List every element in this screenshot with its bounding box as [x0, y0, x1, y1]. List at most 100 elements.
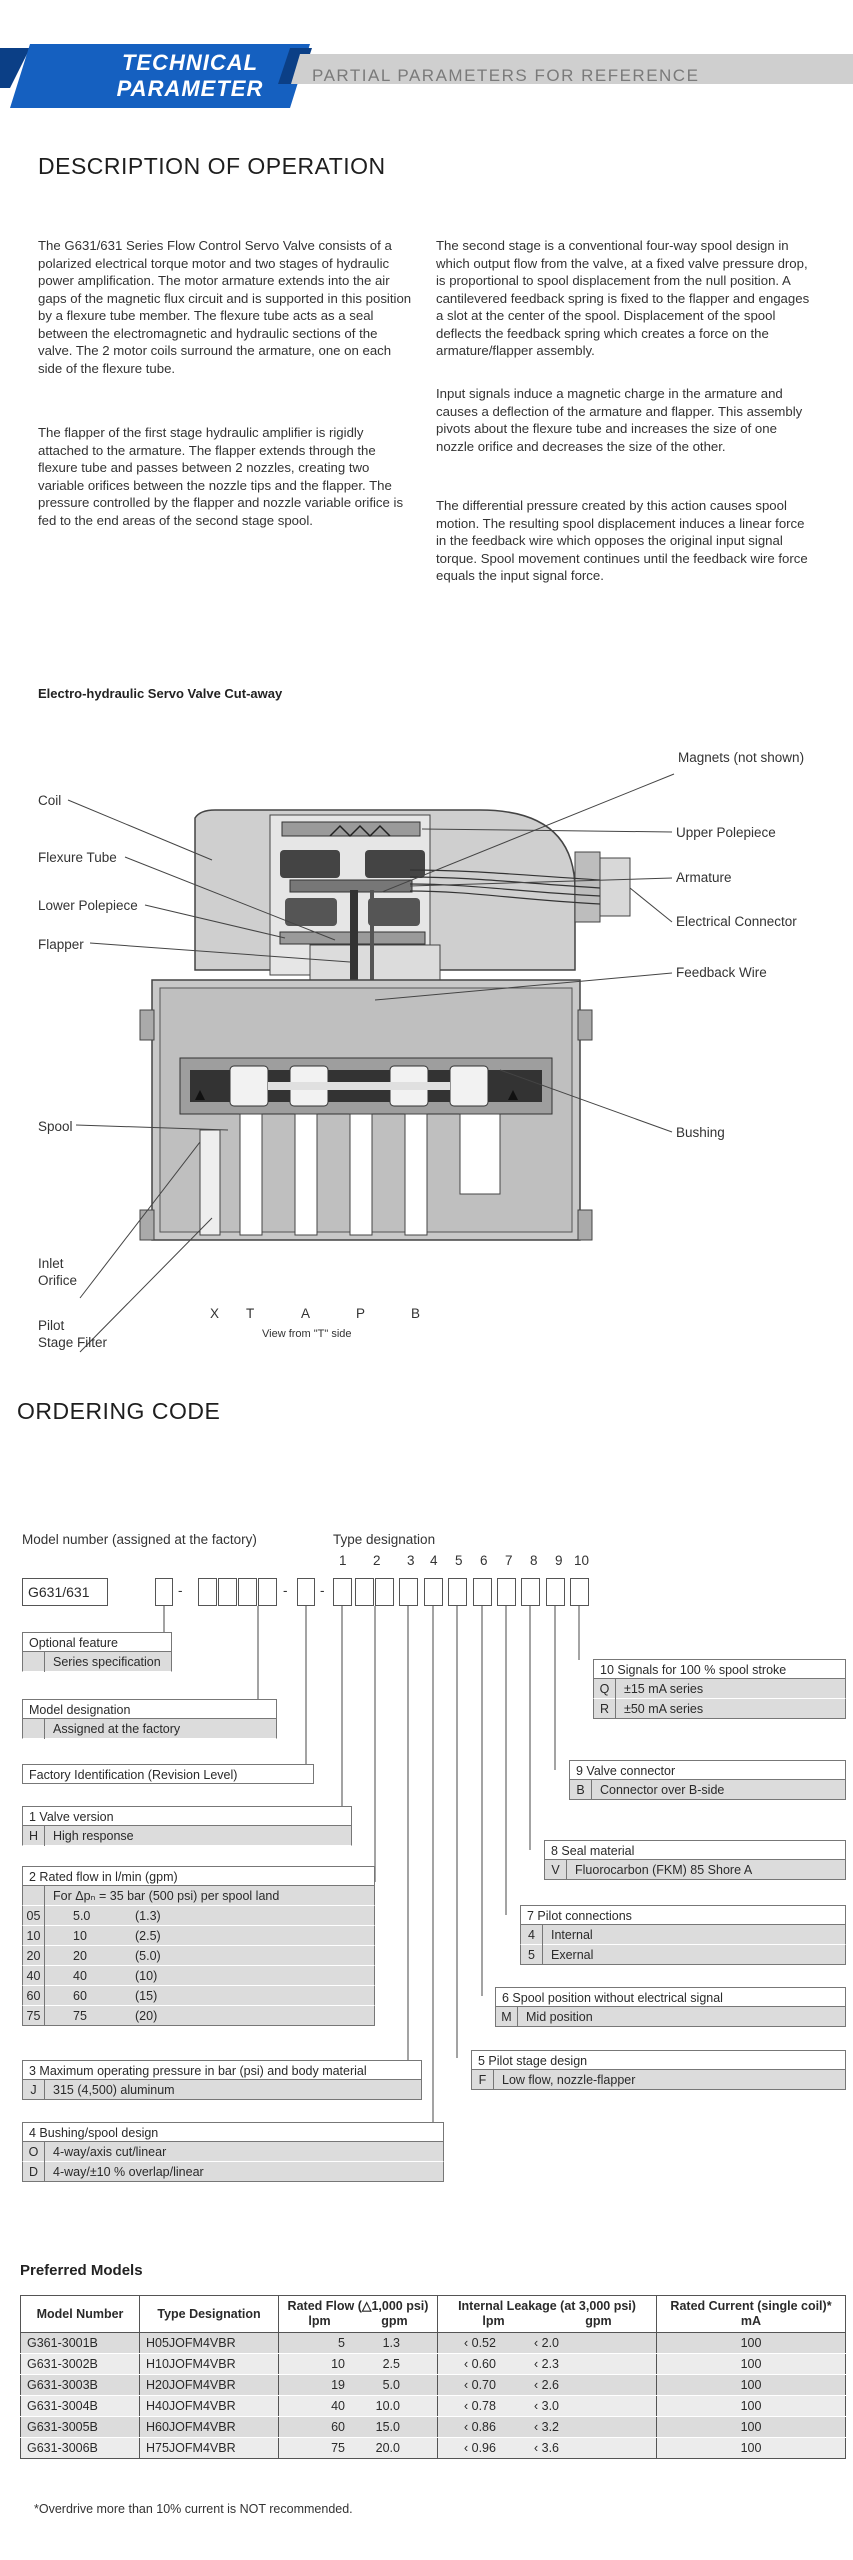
th-current-ma: mA	[740, 2314, 762, 2328]
seal-material-title: 8 Seal material	[544, 1840, 846, 1860]
description-left-p1: The G631/631 Series Flow Control Servo V…	[38, 238, 412, 376]
bushing-spool-title: 4 Bushing/spool design	[22, 2122, 444, 2142]
ordering-connector-lines	[163, 1606, 580, 2122]
label-magnets: Magnets (not shown)	[678, 750, 805, 765]
cell-leak: ‹ 0.96‹ 3.6	[437, 2437, 657, 2459]
coil-right	[365, 850, 425, 878]
valve-connector-title: 9 Valve connector	[569, 1760, 846, 1780]
type-box-7	[497, 1578, 516, 1606]
port-label-x: X	[210, 1306, 220, 1321]
description-left-p2: The flapper of the first stage hydraulic…	[38, 425, 404, 528]
pos-4: 4	[430, 1553, 438, 1568]
port-t-channel	[239, 1113, 263, 1236]
coil-left	[280, 850, 340, 878]
valve-version-title: 1 Valve version	[22, 1806, 352, 1826]
description-right-p3: The differential pressure created by thi…	[436, 498, 808, 583]
pilot-connections-title: 7 Pilot connections	[520, 1905, 846, 1925]
bolt-right-bottom	[577, 1209, 593, 1241]
type-box-2b	[375, 1578, 394, 1606]
electrical-connector	[599, 857, 631, 917]
type-box-3	[399, 1578, 418, 1606]
coil-wires	[409, 869, 601, 905]
footnote: *Overdrive more than 10% current is NOT …	[34, 2502, 353, 2516]
cell-current: 100	[656, 2332, 846, 2354]
pos-1: 1	[339, 1553, 347, 1568]
model-designation-item: Assigned at the factory	[22, 1719, 277, 1739]
cell-type: H05JOFM4VBR	[139, 2332, 279, 2354]
model-number-label: Model number (assigned at the factory)	[22, 1532, 257, 1547]
coil-lower-left	[285, 898, 337, 926]
dash-2: -	[283, 1583, 288, 1598]
spool-position-title: 6 Spool position without electrical sign…	[495, 1987, 846, 2007]
type-box-1	[333, 1578, 352, 1606]
th-type: Type Designation	[139, 2295, 279, 2333]
preferred-models-table: Model Number Type Designation Rated Flow…	[20, 2295, 846, 2459]
rated-flow-title: 2 Rated flow in l/min (gpm)	[22, 1866, 375, 1886]
pos-5: 5	[455, 1553, 463, 1568]
dash-1: -	[178, 1583, 183, 1598]
spool-land-4	[449, 1065, 489, 1107]
description-title: DESCRIPTION OF OPERATION	[38, 153, 386, 179]
max-pressure-title: 3 Maximum operating pressure in bar (psi…	[22, 2060, 422, 2080]
type-box-8	[521, 1578, 540, 1606]
header-banner	[0, 44, 853, 108]
optional-box	[155, 1578, 173, 1606]
rated-flow-subtitle: For Δpₙ = 35 bar (500 psi) per spool lan…	[22, 1886, 375, 1906]
description-right-p1: The second stage is a conventional four-…	[436, 238, 810, 358]
pos-7: 7	[505, 1553, 513, 1568]
type-box-5	[448, 1578, 467, 1606]
port-x-channel	[199, 1129, 221, 1236]
feedback-wire	[370, 890, 374, 1030]
servo-valve-cutaway-diagram	[67, 773, 675, 1353]
orifice-marker	[195, 1090, 205, 1100]
optional-feature-title: Optional feature	[22, 1632, 172, 1652]
type-box-2a	[355, 1578, 374, 1606]
optional-feature-group: Optional feature Series specification	[22, 1632, 172, 1672]
cell-current: 100	[656, 2437, 846, 2459]
th-leak-gpm: gpm	[585, 2314, 612, 2328]
bolt-left-top	[139, 1009, 155, 1041]
type-box-6	[473, 1578, 492, 1606]
coil-lower-right	[368, 898, 420, 926]
pos-6: 6	[480, 1553, 488, 1568]
max-pressure-group: 3 Maximum operating pressure in bar (psi…	[22, 2060, 422, 2100]
factory-id-title: Factory Identification (Revision Level)	[22, 1764, 314, 1784]
port-p-channel	[349, 1113, 373, 1236]
cell-model: G631-3002B	[20, 2353, 140, 2375]
type-box-9	[546, 1578, 565, 1606]
cell-model: G631-3003B	[20, 2374, 140, 2396]
cell-leak: ‹ 0.86‹ 3.2	[437, 2416, 657, 2438]
th-model: Model Number	[20, 2295, 140, 2333]
label-inlet: Inlet	[38, 1256, 64, 1271]
upper-polepiece	[281, 821, 421, 837]
model-box-4	[258, 1578, 277, 1606]
view-note: View from "T" side	[262, 1328, 352, 1340]
bolt-left-bottom	[139, 1209, 155, 1241]
port-label-a: A	[301, 1306, 311, 1321]
flapper	[350, 890, 358, 1010]
label-feedback-wire: Feedback Wire	[676, 965, 767, 980]
cell-model: G631-3005B	[20, 2416, 140, 2438]
cell-model: G631-3006B	[20, 2437, 140, 2459]
optional-feature-item: Series specification	[22, 1652, 172, 1672]
